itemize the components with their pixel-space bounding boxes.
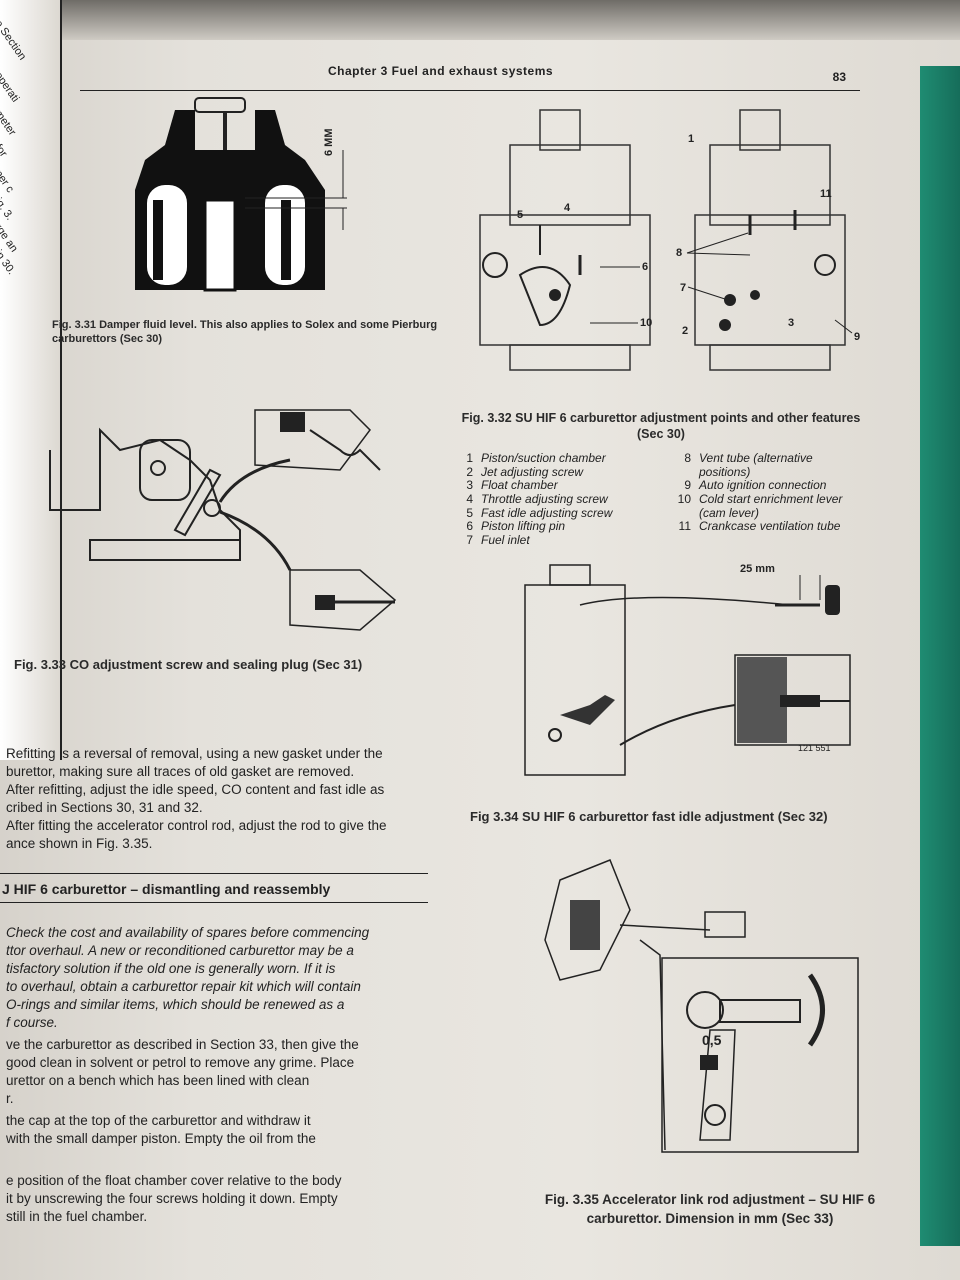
text-line: f course.	[6, 1015, 58, 1030]
spine-fragment: per c	[0, 168, 17, 195]
fig-3-34-caption: Fig 3.34 SU HIF 6 carburettor fast idle …	[470, 809, 828, 824]
paragraph-refitting: Refitting is a reversal of removal, usin…	[6, 745, 426, 853]
text-line: After fitting the accelerator control ro…	[6, 818, 387, 833]
chapter-title: Chapter 3 Fuel and exhaust systems	[328, 64, 554, 78]
fig-3-32-caption: Fig. 3.32 SU HIF 6 carburettor adjustmen…	[461, 411, 861, 441]
fig-3-31-caption: Fig. 3.31 Damper fluid level. This also …	[52, 319, 438, 345]
page-header: Chapter 3 Fuel and exhaust systems 83	[80, 60, 860, 91]
fig-3-35-caption: Fig. 3.35 Accelerator link rod adjustmen…	[490, 1190, 930, 1228]
text-line: O-rings and similar items, which should …	[6, 997, 345, 1012]
text-line: with the small damper piston. Empty the …	[6, 1131, 316, 1146]
legend-item: positions)	[699, 464, 751, 479]
text-line: Check the cost and availability of spare…	[6, 925, 370, 940]
text-line: Refitting is a reversal of removal, usin…	[6, 746, 383, 761]
fig-3-31-dimension-label: 6 MM	[323, 128, 335, 157]
paragraph-remove-clean: ve the carburettor as described in Secti…	[6, 1036, 426, 1108]
text-line: urettor on a bench which has been lined …	[6, 1073, 310, 1088]
fig-3-35-caption-line-2: carburettor. Dimension in mm (Sec 33)	[586, 1211, 834, 1226]
fig-3-31-diagram: 6 MM	[125, 90, 375, 300]
callout-2: 2	[682, 325, 689, 337]
text-line: ance shown in Fig. 3.35.	[6, 836, 153, 851]
fig-3-34-diagram: 25 mm 121 551	[520, 555, 865, 785]
callout-6: 6	[642, 261, 649, 273]
callout-8: 8	[676, 247, 683, 259]
text-line: After refitting, adjust the idle speed, …	[6, 782, 385, 797]
callout-4: 4	[564, 202, 571, 214]
text-line: burettor, making sure all traces of old …	[6, 764, 355, 779]
text-line: tisfactory solution if the old one is ge…	[6, 961, 336, 976]
paragraph-float-chamber: e position of the float chamber cover re…	[6, 1172, 426, 1226]
fig-3-35-caption-line-1: Fig. 3.35 Accelerator link rod adjustmen…	[544, 1192, 876, 1207]
page-number: 83	[832, 70, 846, 84]
spine-fragment: operati	[0, 70, 22, 105]
legend-item: (cam lever)	[699, 505, 760, 520]
text-line: it by unscrewing the four screws holding…	[6, 1191, 338, 1206]
text-line: good clean in solvent or petrol to remov…	[6, 1055, 355, 1070]
fig-3-34-reference-number: 121 551	[798, 743, 831, 753]
text-line: the cap at the top of the carburettor an…	[6, 1113, 311, 1128]
fig-3-32-diagram: 1 2 3 4 5 6 7 8 9 10 11	[450, 105, 870, 385]
callout-11: 11	[820, 188, 832, 200]
fig-3-35-diagram: 0,5	[540, 850, 865, 1155]
text-line: to overhaul, obtain a carburettor repair…	[6, 979, 361, 994]
text-line: r.	[6, 1091, 14, 1106]
paragraph-check-spares: Check the cost and availability of spare…	[6, 924, 426, 1032]
book-cover-edge	[920, 66, 960, 1246]
facing-page-edge: e Section operati meter for per c ig. 3.…	[0, 0, 62, 760]
callout-10: 10	[640, 317, 653, 329]
spine-fragment: ig. 3.	[0, 196, 16, 223]
callout-3: 3	[788, 317, 795, 329]
section-heading: J HIF 6 carburettor – dismantling and re…	[0, 873, 428, 903]
fig-3-34-dimension-label: 25 mm	[740, 563, 775, 575]
text-line: still in the fuel chamber.	[6, 1209, 148, 1224]
spine-fragment: meter	[0, 108, 19, 138]
text-line: ttor overhaul. A new or reconditioned ca…	[6, 943, 354, 958]
fig-3-35-dimension-label: 0,5	[702, 1032, 722, 1048]
spine-fragment: e Section	[0, 18, 29, 63]
paragraph-damper-cap: the cap at the top of the carburettor an…	[6, 1112, 426, 1148]
fig-3-33-caption: Fig. 3.33 CO adjustment screw and sealin…	[14, 657, 363, 672]
text-line: ve the carburettor as described in Secti…	[6, 1037, 359, 1052]
spine-fragment: for	[0, 142, 10, 160]
callout-9: 9	[854, 331, 861, 343]
text-line: e position of the float chamber cover re…	[6, 1173, 342, 1188]
fig-3-33-diagram	[40, 390, 400, 640]
callout-1: 1	[688, 133, 695, 145]
callout-5: 5	[517, 209, 524, 221]
callout-7: 7	[680, 282, 687, 294]
text-line: cribed in Sections 30, 31 and 32.	[6, 800, 203, 815]
